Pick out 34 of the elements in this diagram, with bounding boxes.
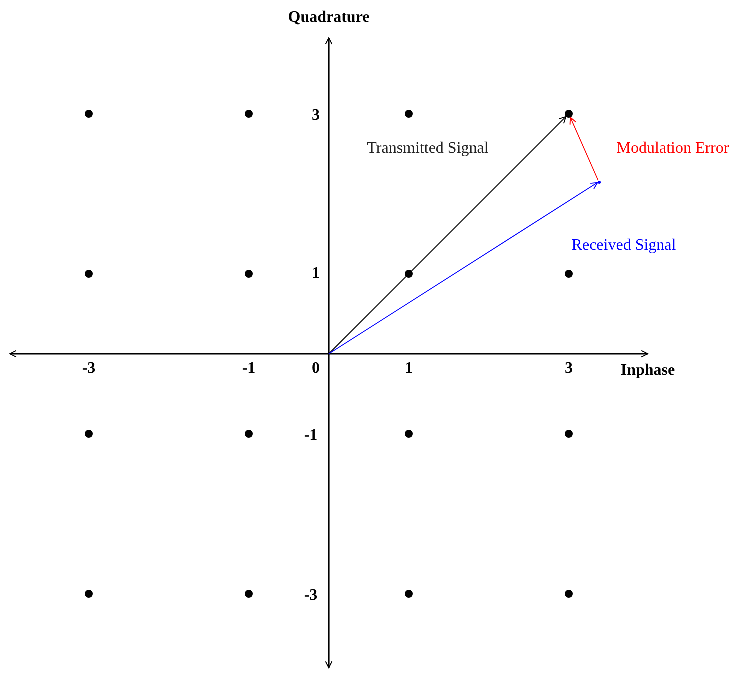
constellation-point	[245, 590, 253, 598]
tick-label: 1	[405, 361, 413, 377]
signal-arrow	[328, 116, 567, 354]
constellation-point	[565, 430, 573, 438]
constellation-point	[405, 270, 413, 278]
constellation-point	[405, 430, 413, 438]
constellation-point	[245, 270, 253, 278]
constellation-point	[565, 590, 573, 598]
edge-label: Transmitted Signal	[367, 141, 489, 157]
axis-title: Inphase	[620, 363, 676, 379]
constellation-point	[405, 110, 413, 118]
tick-label: -3	[82, 361, 96, 377]
constellation-point	[565, 110, 573, 118]
constellation-point	[85, 590, 93, 598]
signal-arrow	[570, 117, 599, 182]
tick-label: 1	[312, 266, 320, 282]
constellation-point	[565, 270, 573, 278]
constellation-point	[85, 110, 93, 118]
tick-label: 3	[565, 361, 573, 377]
tick-label: 0	[312, 361, 320, 377]
tick-label: -3	[304, 588, 318, 604]
constellation-point	[245, 430, 253, 438]
signal-arrow	[328, 182, 598, 354]
tick-label: -1	[242, 361, 256, 377]
constellation-point	[85, 270, 93, 278]
tick-label: 3	[312, 108, 320, 124]
edge-label: Modulation Error	[616, 141, 730, 157]
constellation-point	[405, 590, 413, 598]
axis-title: Quadrature	[288, 10, 370, 26]
signal-point	[598, 180, 600, 184]
constellation-point	[245, 110, 253, 118]
constellation-point	[85, 430, 93, 438]
edge-label: Received Signal	[572, 238, 676, 254]
tick-label: -1	[304, 428, 318, 444]
